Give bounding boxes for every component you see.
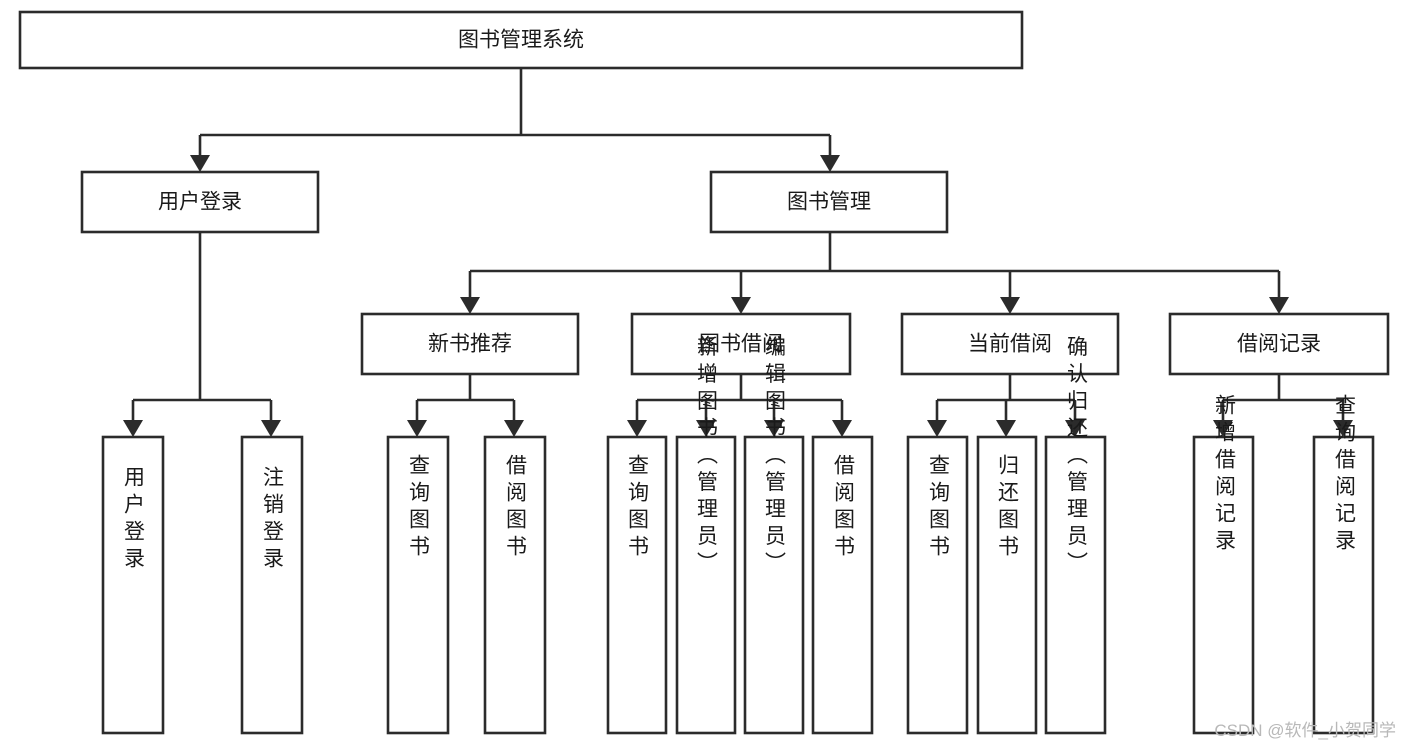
arrowhead-icon-bookborrow-c4	[832, 420, 852, 437]
leaf-node[interactable]: 新增图书（管理员）	[675, 336, 737, 735]
leaf-node[interactable]: 查询图书	[606, 435, 668, 735]
arrowhead-icon-userlogin-c1	[123, 420, 143, 437]
leaf-borrowrecord-add-label: 新增借阅记录	[1213, 394, 1237, 556]
arrowhead-icon-borrowrecord-c2	[1333, 420, 1353, 437]
node-book-borrow[interactable]: 图书借阅	[630, 312, 852, 376]
leaf-node[interactable]: 借阅图书	[811, 435, 874, 735]
arrowhead-icon-bookborrow-c1	[627, 420, 647, 437]
node-current-borrow[interactable]: 当前借阅	[900, 312, 1120, 376]
leaf-bookborrow-add-label: 新增图书（管理员）	[695, 336, 719, 579]
leaf-borrowrecord-add-box[interactable]	[1192, 435, 1255, 735]
leaf-logout-label: 注销登录	[261, 466, 285, 574]
leaf-bookborrow-query-box[interactable]	[606, 435, 668, 735]
leaf-node[interactable]: 查询借阅记录	[1312, 394, 1375, 735]
leaf-newbook-borrow-box[interactable]	[483, 435, 547, 735]
leaf-node[interactable]: 借阅图书	[483, 435, 547, 735]
leaf-newbook-query-label: 查询图书	[407, 454, 431, 562]
leaf-currentborrow-query-label: 查询图书	[927, 454, 951, 562]
leaf-node[interactable]: 查询图书	[906, 435, 969, 735]
node-current-borrow-box[interactable]	[900, 312, 1120, 376]
leaf-currentborrow-query-box[interactable]	[906, 435, 969, 735]
leaf-borrowrecord-query-box[interactable]	[1312, 435, 1375, 735]
arrowhead-icon-user-login	[190, 155, 210, 172]
arrowhead-icon-book-manage	[820, 155, 840, 172]
node-new-book-rec-box[interactable]	[360, 312, 580, 376]
node-user-login[interactable]: 用户登录	[80, 170, 320, 234]
leaf-user-login-label: 用户登录	[122, 466, 146, 574]
leaf-bookborrow-borrow-label: 借阅图书	[832, 454, 856, 562]
leaf-node[interactable]: 归还图书	[976, 435, 1038, 735]
leaf-node[interactable]: 用户登录	[101, 435, 165, 735]
node-root[interactable]: 图书管理系统	[18, 10, 1024, 70]
arrowhead-icon-newbook-c1	[407, 420, 427, 437]
node-user-login-box[interactable]	[80, 170, 320, 234]
node-new-book-rec-label: 新书推荐	[428, 333, 512, 356]
leaf-bookborrow-borrow-box[interactable]	[811, 435, 874, 735]
leaf-currentborrow-return-label: 归还图书	[996, 454, 1020, 562]
leaf-bookborrow-edit-label: 编辑图书（管理员）	[763, 336, 787, 579]
node-book-manage-label: 图书管理	[787, 191, 871, 214]
node-borrow-record[interactable]: 借阅记录	[1168, 312, 1390, 376]
leaf-node[interactable]: 确认归还（管理员）	[1044, 336, 1107, 735]
node-new-book-rec[interactable]: 新书推荐	[360, 312, 580, 376]
node-user-login-label: 用户登录	[158, 191, 242, 214]
arrowhead-icon-borrowrecord-c1	[1213, 420, 1233, 437]
leaf-node[interactable]: 编辑图书（管理员）	[743, 336, 805, 735]
leaf-newbook-query-box[interactable]	[386, 435, 450, 735]
arrowhead-group	[123, 155, 1353, 437]
watermark: CSDN @软件_小贺同学	[1214, 721, 1396, 740]
leaf-node[interactable]: 新增借阅记录	[1192, 394, 1255, 735]
node-borrow-record-box[interactable]	[1168, 312, 1390, 376]
arrowhead-icon-currentborrow-c1	[927, 420, 947, 437]
leaf-node[interactable]: 注销登录	[240, 435, 304, 735]
node-borrow-record-label: 借阅记录	[1237, 333, 1321, 356]
node-book-manage[interactable]: 图书管理	[709, 170, 949, 234]
arrowhead-icon-currentborrow-c2	[996, 420, 1016, 437]
arrowhead-icon-newbook-c2	[504, 420, 524, 437]
node-book-borrow-label: 图书借阅	[699, 333, 783, 356]
node-root-box[interactable]	[18, 10, 1024, 70]
arrowhead-icon-userlogin-c2	[261, 420, 281, 437]
node-current-borrow-label: 当前借阅	[968, 333, 1052, 356]
leaf-newbook-borrow-label: 借阅图书	[504, 454, 528, 562]
leaf-borrowrecord-query-label: 查询借阅记录	[1333, 394, 1357, 556]
leaf-currentborrow-confirm-box[interactable]	[1044, 435, 1107, 735]
leaf-user-login-box[interactable]	[101, 435, 165, 735]
arrowhead-icon-currentborrow-c3	[1065, 420, 1085, 437]
leaf-node[interactable]: 查询图书	[386, 435, 450, 735]
leaf-bookborrow-edit-box[interactable]	[743, 435, 805, 735]
leaf-logout-box[interactable]	[240, 435, 304, 735]
leaf-currentborrow-return-box[interactable]	[976, 435, 1038, 735]
arrowhead-icon-currentborrow	[1000, 297, 1020, 314]
arrowhead-icon-bookborrow	[731, 297, 751, 314]
node-root-label: 图书管理系统	[458, 29, 584, 52]
leaf-currentborrow-confirm-label: 确认归还（管理员）	[1065, 336, 1089, 579]
node-book-manage-box[interactable]	[709, 170, 949, 234]
node-book-borrow-box[interactable]	[630, 312, 852, 376]
arrowhead-icon-newbook	[460, 297, 480, 314]
connector-group	[131, 68, 1345, 423]
leaf-bookborrow-add-box[interactable]	[675, 435, 737, 735]
arrowhead-icon-borrowrecord	[1269, 297, 1289, 314]
leaf-bookborrow-query-label: 查询图书	[626, 454, 650, 562]
arrowhead-icon-bookborrow-c2	[696, 420, 716, 437]
arrowhead-icon-bookborrow-c3	[764, 420, 784, 437]
